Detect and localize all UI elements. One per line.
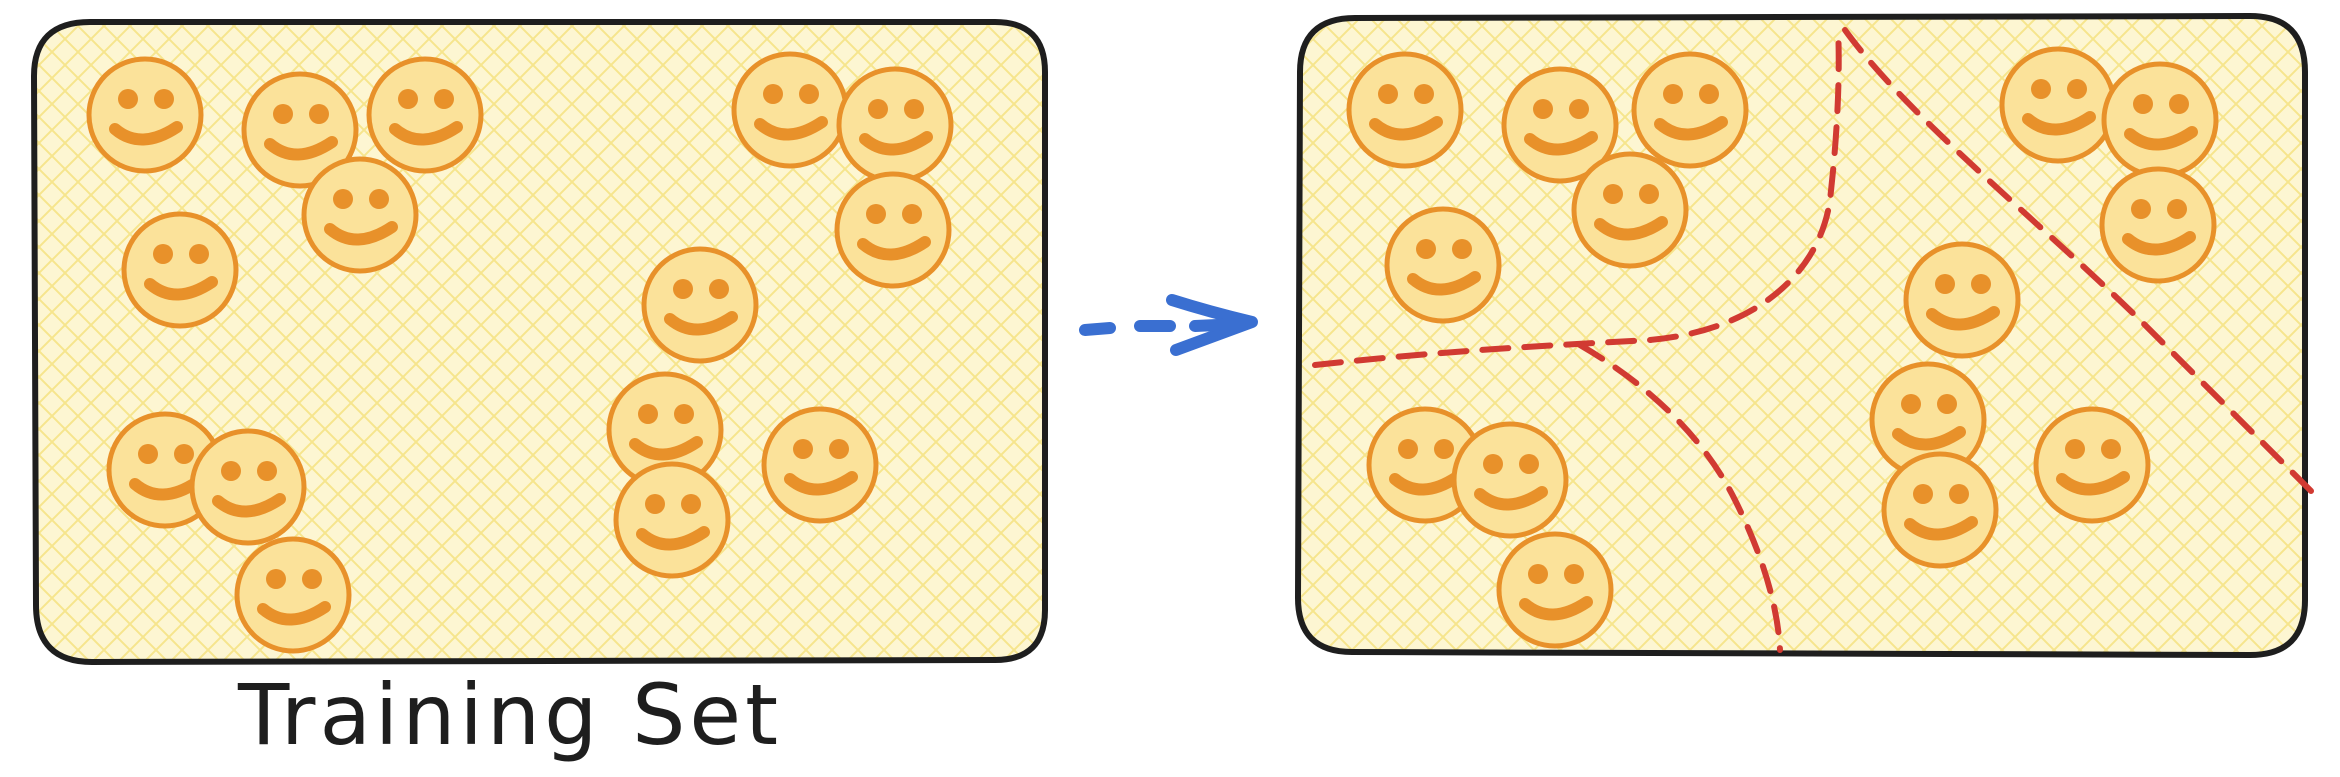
smiley-face-icon (2102, 169, 2214, 281)
partition-line-diagonal (1842, 27, 2318, 498)
partition-lines (1312, 25, 2318, 653)
smiley-face-icon (616, 464, 728, 576)
training-set-panel (31, 19, 1048, 665)
smiley-face-icon (1349, 54, 1461, 166)
smiley-face-icon (369, 59, 481, 171)
smiley-face-icon (764, 409, 876, 521)
smiley-face-icon (192, 431, 304, 543)
smiley-face-icon (2002, 49, 2114, 161)
partition-line-lower (1577, 342, 1783, 653)
smiley-face-icon (1634, 54, 1746, 166)
partitioned-set-panel (1295, 13, 2318, 658)
dashed-arrow-icon (1079, 294, 1258, 356)
smiley-face-icon (1499, 534, 1611, 646)
smiley-face-icon (304, 159, 416, 271)
smiley-face-icon (1574, 154, 1686, 266)
smiley-face-icon (1906, 244, 2018, 356)
smiley-face-icon (2036, 409, 2148, 521)
smiley-face-icon (839, 69, 951, 181)
smiley-face-icon (1454, 424, 1566, 536)
smiley-face-icon (1387, 209, 1499, 321)
smiley-face-icon (2104, 64, 2216, 176)
smiley-face-icon (1884, 454, 1996, 566)
smiley-face-icon (89, 59, 201, 171)
training-set-caption: Training Set (237, 666, 783, 764)
smiley-face-icon (837, 174, 949, 286)
smiley-face-icon (734, 54, 846, 166)
smiley-face-icon (644, 249, 756, 361)
partition-line-horizontal (1312, 25, 1842, 368)
smiley-face-icon (124, 214, 236, 326)
smiley-face-icon (237, 539, 349, 651)
